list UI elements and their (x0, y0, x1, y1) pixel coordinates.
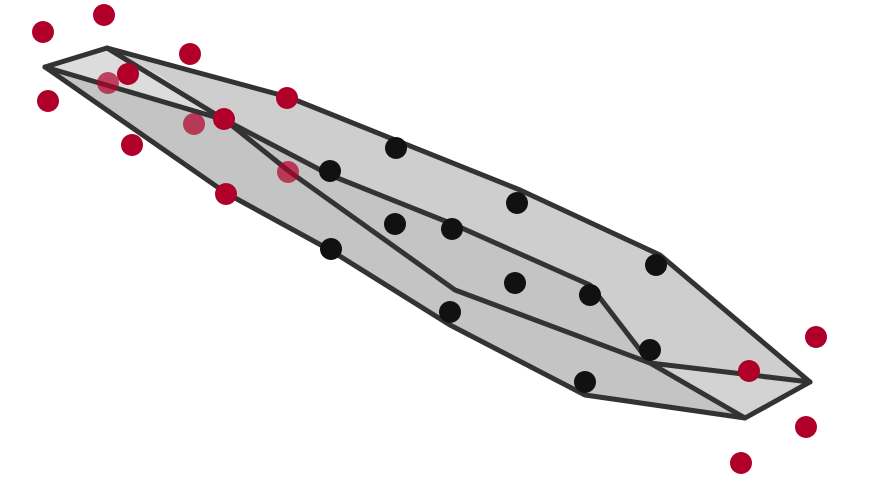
point-outside (795, 416, 817, 438)
point-outside (37, 90, 59, 112)
hull-face-front-lower (45, 67, 745, 418)
point-inside (506, 192, 528, 214)
points-inside-group (319, 137, 667, 393)
point-inside (441, 218, 463, 240)
hull-edge-ridge-2 (104, 45, 813, 385)
point-outside (97, 72, 119, 94)
point-inside (439, 301, 461, 323)
points-outside-group (32, 4, 827, 474)
point-inside (385, 137, 407, 159)
point-outside (213, 108, 235, 130)
hull-front-faces (45, 48, 810, 418)
point-inside (574, 371, 596, 393)
point-inside (645, 254, 667, 276)
point-inside (579, 284, 601, 306)
hull-face-front-upper (107, 48, 810, 418)
hull-edge-top (104, 45, 813, 385)
point-outside (183, 113, 205, 135)
point-outside (93, 4, 115, 26)
point-outside (730, 452, 752, 474)
point-inside (384, 213, 406, 235)
point-outside (805, 326, 827, 348)
point-outside (277, 161, 299, 183)
point-outside (117, 63, 139, 85)
point-outside (121, 134, 143, 156)
point-outside (215, 183, 237, 205)
point-inside (504, 272, 526, 294)
point-inside (639, 339, 661, 361)
hull-edge-left-cap (42, 45, 110, 70)
point-outside (32, 21, 54, 43)
point-outside (738, 360, 760, 382)
point-outside (276, 87, 298, 109)
point-outside (179, 43, 201, 65)
point-inside (319, 160, 341, 182)
point-inside (320, 238, 342, 260)
